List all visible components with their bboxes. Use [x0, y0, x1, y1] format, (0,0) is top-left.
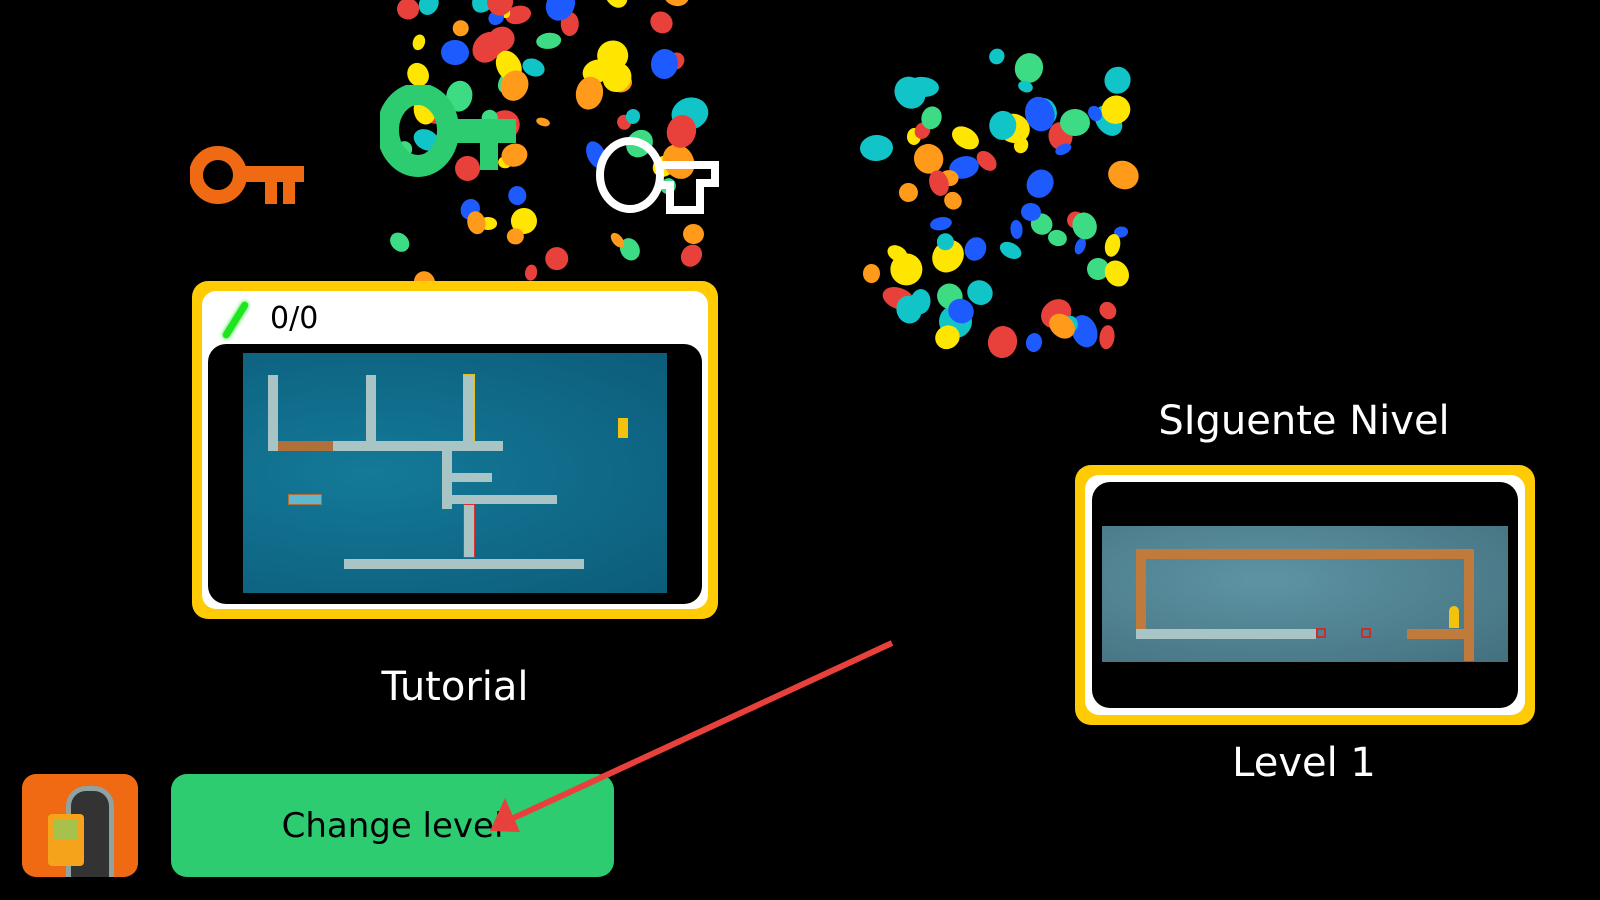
- level-1-preview: [1102, 526, 1508, 662]
- confetti-piece: [859, 133, 895, 162]
- confetti-piece: [439, 39, 469, 66]
- confetti-piece: [645, 7, 677, 38]
- confetti-piece: [386, 229, 414, 257]
- confetti-piece: [984, 323, 1020, 362]
- white-key-outline-icon: [596, 137, 719, 214]
- tutorial-level-preview: [243, 353, 667, 593]
- confetti-piece: [948, 121, 984, 154]
- current-level-card[interactable]: 0/0: [192, 281, 718, 619]
- confetti-piece: [1095, 298, 1120, 323]
- orange-key-icon: [190, 146, 304, 204]
- confetti-piece: [540, 242, 573, 276]
- confetti-piece: [1100, 63, 1135, 97]
- handheld-character-icon: [48, 814, 84, 866]
- confetti-piece: [1103, 155, 1144, 195]
- green-key-icon: [380, 85, 516, 177]
- confetti-piece: [506, 227, 525, 246]
- confetti-piece: [895, 179, 922, 206]
- score-text: 0/0: [270, 301, 319, 336]
- confetti-piece: [1087, 257, 1110, 281]
- confetti-piece: [410, 32, 427, 52]
- confetti-piece: [985, 45, 1008, 67]
- next-level-name: Level 1: [1232, 740, 1376, 786]
- confetti-piece: [960, 233, 991, 265]
- current-level-name: Tutorial: [381, 664, 529, 710]
- confetti-piece: [452, 19, 470, 38]
- confetti-piece: [535, 31, 563, 51]
- confetti-piece: [1020, 164, 1059, 203]
- app-icon-button[interactable]: [22, 774, 138, 877]
- preview-frame: [1092, 482, 1518, 708]
- confetti-piece: [863, 263, 881, 283]
- change-level-label: Change level: [281, 805, 504, 846]
- confetti-piece: [465, 209, 489, 237]
- confetti-piece: [929, 215, 954, 233]
- confetti-piece: [1009, 219, 1024, 240]
- change-level-button[interactable]: Change level: [171, 774, 614, 877]
- confetti-piece: [396, 0, 421, 21]
- next-level-heading: SIguente Nivel: [1158, 398, 1450, 444]
- confetti-piece: [1024, 331, 1044, 354]
- confetti-piece: [599, 0, 633, 12]
- preview-frame: [208, 344, 702, 604]
- confetti-piece: [676, 240, 707, 271]
- confetti-piece: [1098, 324, 1117, 350]
- next-level-card[interactable]: [1075, 465, 1535, 725]
- confetti-piece: [535, 115, 552, 128]
- confetti-piece: [997, 238, 1025, 263]
- confetti-piece: [662, 0, 692, 8]
- confetti-piece: [506, 184, 528, 207]
- confetti-piece: [524, 263, 539, 282]
- confetti-piece: [681, 222, 706, 247]
